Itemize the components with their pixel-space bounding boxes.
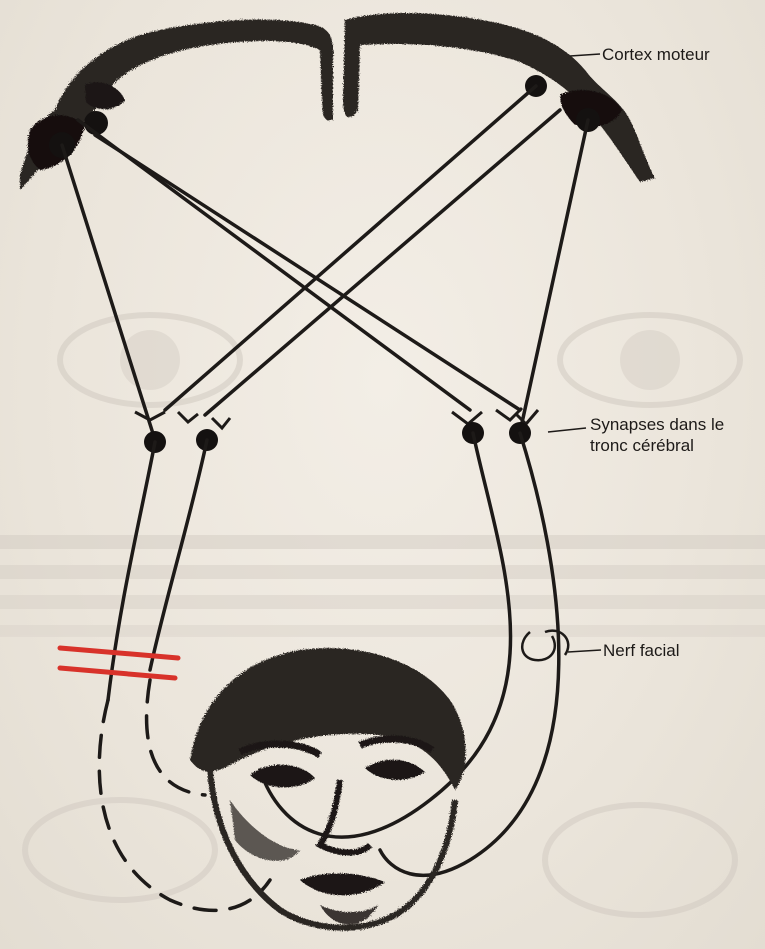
left-cheek-shadow — [230, 800, 300, 861]
hair — [190, 648, 466, 790]
label-synapses-line1: Synapses dans le — [590, 414, 724, 435]
nerf-leader — [568, 650, 601, 652]
right-eye — [365, 760, 425, 780]
cortex-leader — [570, 54, 600, 56]
label-nerf-facial: Nerf facial — [603, 640, 680, 661]
face-drawing-icon — [190, 648, 466, 928]
right-nerve-b — [380, 433, 559, 875]
leader-lines — [548, 54, 601, 652]
nose — [320, 780, 370, 853]
label-synapses-line2: tronc cérébral — [590, 435, 724, 456]
lesion-mark-icon — [60, 648, 178, 678]
right-cross-tract-b — [205, 110, 560, 415]
left-eye — [250, 765, 315, 788]
background-bleed — [0, 315, 765, 915]
mouth — [300, 873, 385, 895]
synapse-leader — [548, 428, 586, 432]
left-direct-tract — [62, 145, 155, 440]
label-synapses: Synapses dans le tronc cérébral — [590, 414, 724, 456]
chin-shadow — [320, 905, 378, 925]
right-cross-tract-a — [165, 86, 536, 410]
brain-cortex-icon — [20, 13, 655, 190]
label-cortex-moteur: Cortex moteur — [602, 44, 710, 65]
